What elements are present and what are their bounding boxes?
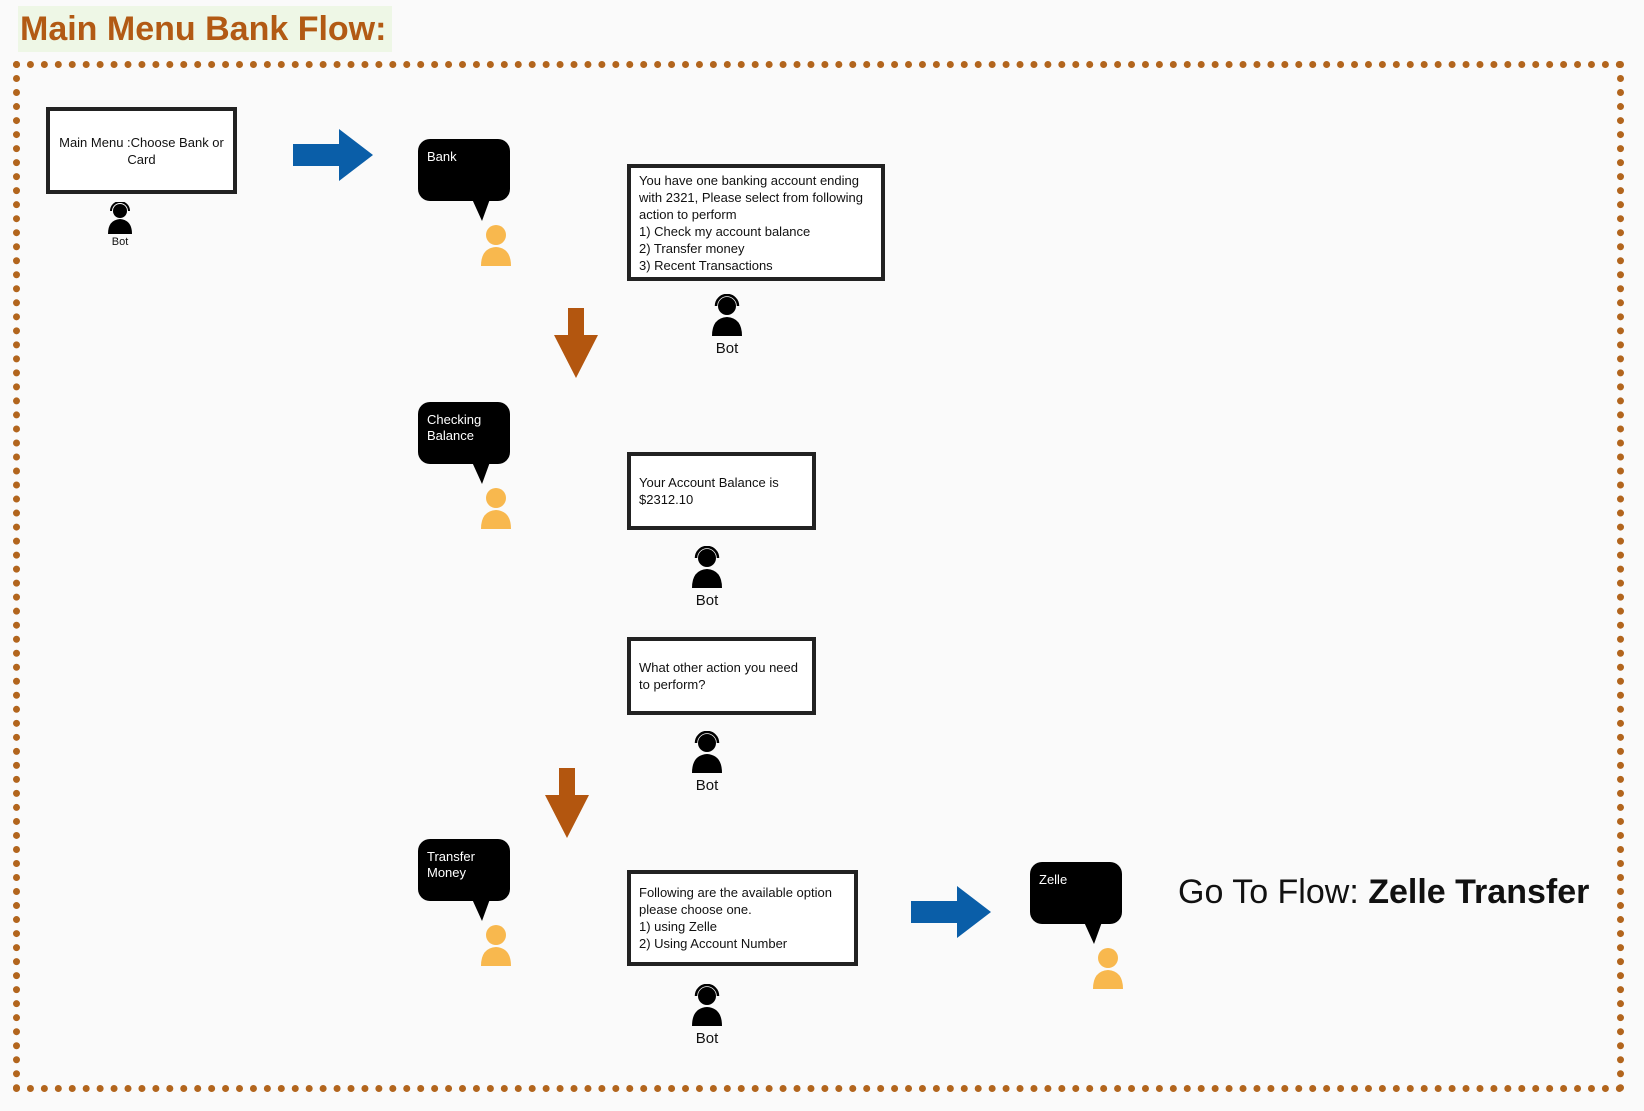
balance-box: Your Account Balance is $2312.10 [627, 452, 816, 530]
account-menu-box: You have one banking account ending with… [627, 164, 885, 281]
bot-agent-icon [692, 984, 722, 1026]
user-icon [1093, 948, 1123, 989]
brown-arrow-down [545, 768, 589, 838]
bot-agent-icon [692, 731, 722, 773]
bot-other-action: Bot [684, 731, 730, 794]
bot-label: Bot [715, 340, 739, 357]
goto-target: Zelle Transfer [1368, 873, 1590, 911]
blue-arrow-right [293, 129, 373, 181]
flow-frame [13, 61, 1624, 1092]
bubble-bank-text: Bank [418, 139, 510, 201]
brown-arrow-down [554, 308, 598, 378]
bot-label: Bot [695, 777, 719, 794]
main-menu-text: Main Menu :Choose Bank or Card [59, 134, 224, 167]
bubble-bank: Bank [418, 139, 518, 269]
bot-label: Bot [111, 236, 129, 248]
bot-transfer-options: Bot [684, 984, 730, 1047]
transfer-options-text: Following are the available option pleas… [639, 885, 832, 951]
user-icon [481, 225, 511, 266]
goto-flow-label: Go To Flow: Zelle Transfer [1178, 873, 1589, 912]
user-icon [481, 925, 511, 966]
goto-prefix: Go To Flow: [1178, 873, 1369, 911]
bot-agent-icon [108, 202, 132, 234]
page-title: Main Menu Bank Flow: [18, 6, 393, 52]
bubble-transfer-money: Transfer Money [418, 839, 518, 969]
bot-agent-icon [712, 294, 742, 336]
user-icon [481, 488, 511, 529]
bot-label: Bot [695, 592, 719, 609]
other-action-text: What other action you need to perform? [639, 660, 798, 692]
bot-account-menu: Bot [704, 294, 750, 357]
bot-agent-icon [692, 546, 722, 588]
transfer-options-box: Following are the available option pleas… [627, 870, 858, 966]
main-menu-box: Main Menu :Choose Bank or Card [46, 107, 237, 194]
balance-text: Your Account Balance is $2312.10 [639, 475, 779, 507]
blue-arrow-right [911, 886, 991, 938]
bubble-transfer-text: Transfer Money [418, 839, 510, 901]
other-action-box: What other action you need to perform? [627, 637, 816, 715]
bubble-zelle: Zelle [1030, 862, 1130, 992]
bot-label: Bot [695, 1030, 719, 1047]
account-menu-text: You have one banking account ending with… [639, 172, 864, 273]
bubble-checking-balance: Checking Balance [418, 402, 518, 532]
bubble-zelle-text: Zelle [1030, 862, 1122, 924]
bot-main-menu: Bot [100, 202, 140, 248]
bot-balance: Bot [684, 546, 730, 609]
bubble-checking-text: Checking Balance [418, 402, 510, 464]
